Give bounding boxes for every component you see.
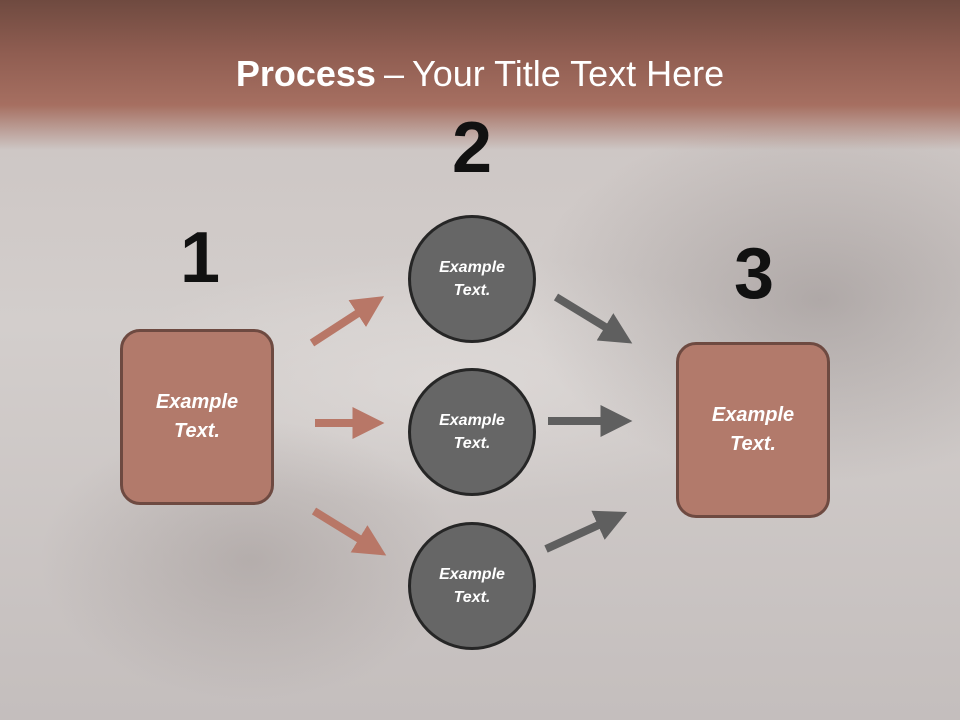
left-box: Example Text.: [120, 329, 274, 505]
left-box-text: Example Text.: [155, 391, 239, 442]
circle-top: Example Text.: [408, 215, 536, 343]
title-banner: [0, 0, 960, 150]
right-box-text: Example Text.: [711, 404, 795, 455]
step-number-2: 2: [451, 108, 493, 188]
title-rest: Your Title Text Here: [411, 53, 725, 94]
right-box: Example Text.: [676, 342, 830, 518]
step-number-1: 1: [179, 218, 221, 298]
arrow-to-circle-top: [309, 296, 385, 347]
circle-middle-text: Example Text.: [439, 412, 505, 452]
circle-bottom-text: Example Text.: [439, 566, 505, 606]
circle-bottom: Example Text.: [408, 522, 536, 650]
title-dash: –: [383, 53, 404, 94]
title-bold: Process: [235, 53, 376, 94]
arrow-to-circle-bottom: [311, 507, 387, 556]
arrow-from-circle-bottom: [544, 510, 628, 553]
step-number-3: 3: [733, 234, 775, 314]
circle-top-text: Example Text.: [439, 259, 505, 299]
slide-title: Process–Your Title Text Here: [0, 52, 960, 96]
arrow-from-circle-top: [553, 293, 633, 344]
circle-middle: Example Text.: [408, 368, 536, 496]
